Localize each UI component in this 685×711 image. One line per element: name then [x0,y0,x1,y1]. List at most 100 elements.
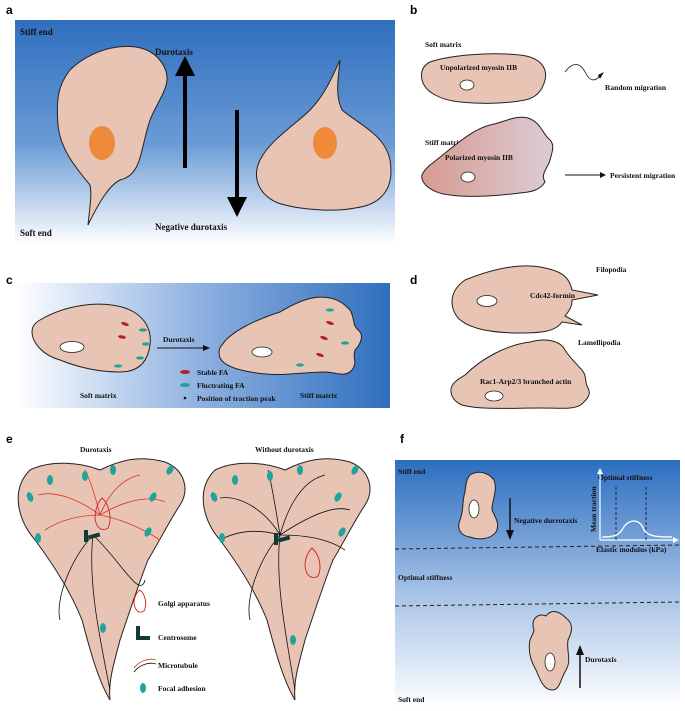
panel-b-random-path [564,64,601,81]
panel-d-cell-lamellipodia [450,339,590,409]
panel-c: c Durotaxis Stable FA Fluctrating FA Pos… [6,273,390,408]
panel-f-divider-bottom [394,601,681,607]
panel-d-lamellipodia-label: Lamellipodia [578,338,621,347]
panel-e: e Durotaxis Without durotaxis [6,432,371,701]
panel-e-legend-microtubule-red [133,658,157,669]
panel-b-cell-unpolarized [421,53,547,104]
panel-f-negative-label: Negative durrotaxis [514,516,577,525]
panel-c-legend-stable-icon [180,370,190,374]
panel-f-durotaxis-arrowhead [576,645,584,655]
panel-c-soft-matrix-label: Soft matrix [80,391,117,400]
panel-e-legend-fa-label: Focal adhesion [158,684,207,693]
panel-e-legend-centrosome-icon [136,626,150,640]
panel-f-inset-x-arrow [673,537,679,543]
panel-e-centrosome-2 [274,533,291,545]
panel-f-durotaxis-label: Durotaxis [585,655,617,664]
panel-d-cell-filopodia [451,265,599,334]
panel-b-persistent-label: Persistent migration [610,171,676,180]
panel-e-legend-microtubule-label: Microtubule [158,661,199,670]
panel-b-nucleus-1 [459,79,475,91]
panel-f-divider-top [394,544,681,550]
panel-a-negative-label: Negative durotaxis [155,222,228,232]
panel-f-inset-y-label: Mean traction [589,486,598,532]
panel-c-stable-fa [118,335,126,339]
panel-e-golgi-2 [304,547,321,578]
panel-c-fluct-fa [136,356,144,360]
panel-c-fluct-fa [139,328,147,332]
panel-a-nucleus-up [89,126,115,160]
panel-c-cell-soft [31,303,151,373]
panel-b-soft-matrix-label: Soft matrix [425,40,462,49]
panel-f-inset-curve [601,520,673,538]
panel-b-polarized-label: Polarized myosin IIB [445,153,513,162]
panel-a-soft-end-label: Soft end [20,228,52,238]
panel-e-legend-fa-icon [140,683,146,693]
panel-c-fluct-fa [142,342,150,346]
panel-d-cdc42-label: Cdc42-formin [530,291,576,300]
panel-d: d Cdc42-formin Filopodia Rac1-Arp2/3 bra… [410,265,627,409]
panel-e-centrosome-1 [84,530,101,542]
panel-c-durotaxis-arrowhead [203,345,210,351]
panel-e-cell-without [202,458,371,701]
panel-c-stable-fa [326,320,334,326]
panel-f-inset-x-label: Elastic modulus (kPa) [596,545,667,554]
panel-c-fluct-fa [341,341,349,345]
panel-c-fluct-fa [326,308,334,312]
panel-c-fluct-fa [114,364,122,368]
panel-e-microtubules-black [58,534,146,691]
panel-e-focal-adhesions-2 [210,465,359,645]
panel-e-without-title: Without durotaxis [255,445,314,454]
panel-e-durotaxis-title: Durotaxis [80,445,112,454]
panel-c-stable-fa [320,335,328,341]
panel-c-legend-traction-label: Position of traction peak [197,394,276,403]
panel-e-letter: e [6,432,13,446]
panel-a-stiff-end-label: Stiff end [20,27,53,37]
panel-f-optimal-stiffness-title: Optimal stiffness [598,473,652,482]
panel-d-nucleus-1 [476,295,498,307]
panel-a-durotaxis-label: Durotaxis [155,47,193,57]
panel-b-stiff-matrix-label: Stiff matrix [425,138,463,147]
panel-c-legend-fluct-icon [180,383,190,387]
panel-f-inset-y-arrow [597,468,603,474]
panel-e-legend-golgi-label: Golgi apparatus [158,599,210,608]
panel-f-optimal-zone-label: Optimal stiffness [398,573,452,582]
panel-e-focal-adhesions-1 [26,465,174,633]
panel-e-legend-centrosome-label: Centrosome [158,633,197,642]
panel-f-letter: f [400,432,405,446]
panel-c-legend-traction-icon [183,396,187,400]
panel-d-nucleus-2 [484,390,504,402]
panel-b-nucleus-2 [460,171,476,183]
panel-e-legend-golgi-icon [133,589,147,613]
panel-c-nucleus-stiff [251,346,273,358]
panel-a-negative-arrowhead [227,197,247,217]
panel-c-stable-fa [316,352,324,358]
panel-c-legend-fluct-label: Fluctrating FA [197,381,245,390]
panel-f-soft-end-label: Soft end [398,695,425,704]
panel-b-random-arrowhead [598,72,604,79]
panel-f-stiff-end-label: Stiff end [398,467,426,476]
panel-b: b Soft matrix Unpolarized myosin IIB Ran… [410,3,676,197]
panel-c-fluct-fa [296,363,304,367]
panel-f-negative-arrowhead [506,530,514,540]
panel-f: f Stiff end Soft end Optimal stiffness N… [394,432,681,708]
panel-b-persistent-arrowhead [600,172,606,178]
panel-b-unpolarized-label: Unpolarized myosin IIB [440,63,517,72]
panel-c-durotaxis-label: Durotaxis [163,335,195,344]
panel-a-durotaxis-arrowhead [175,56,195,76]
panel-b-letter: b [410,3,417,17]
panel-c-letter: c [6,273,13,287]
panel-c-legend-stable-label: Stable FA [197,368,229,377]
panel-f-cell-durotaxis [528,611,572,691]
panel-d-letter: d [410,273,417,287]
panel-c-nucleus-soft [59,341,85,353]
panel-d-filopodia-label: Filopodia [596,265,627,274]
panel-f-nucleus-top [468,499,480,519]
panel-d-rac1-label: Rac1-Arp2/3 branched actin [480,377,572,386]
panel-a-letter: a [6,3,13,17]
panel-b-cell-polarized [421,116,554,197]
panel-b-random-label: Random migration [605,83,667,92]
panel-c-stable-fa [121,321,129,327]
panel-e-legend-microtubule-black [133,662,157,673]
panel-e-golgi-1 [94,497,111,530]
